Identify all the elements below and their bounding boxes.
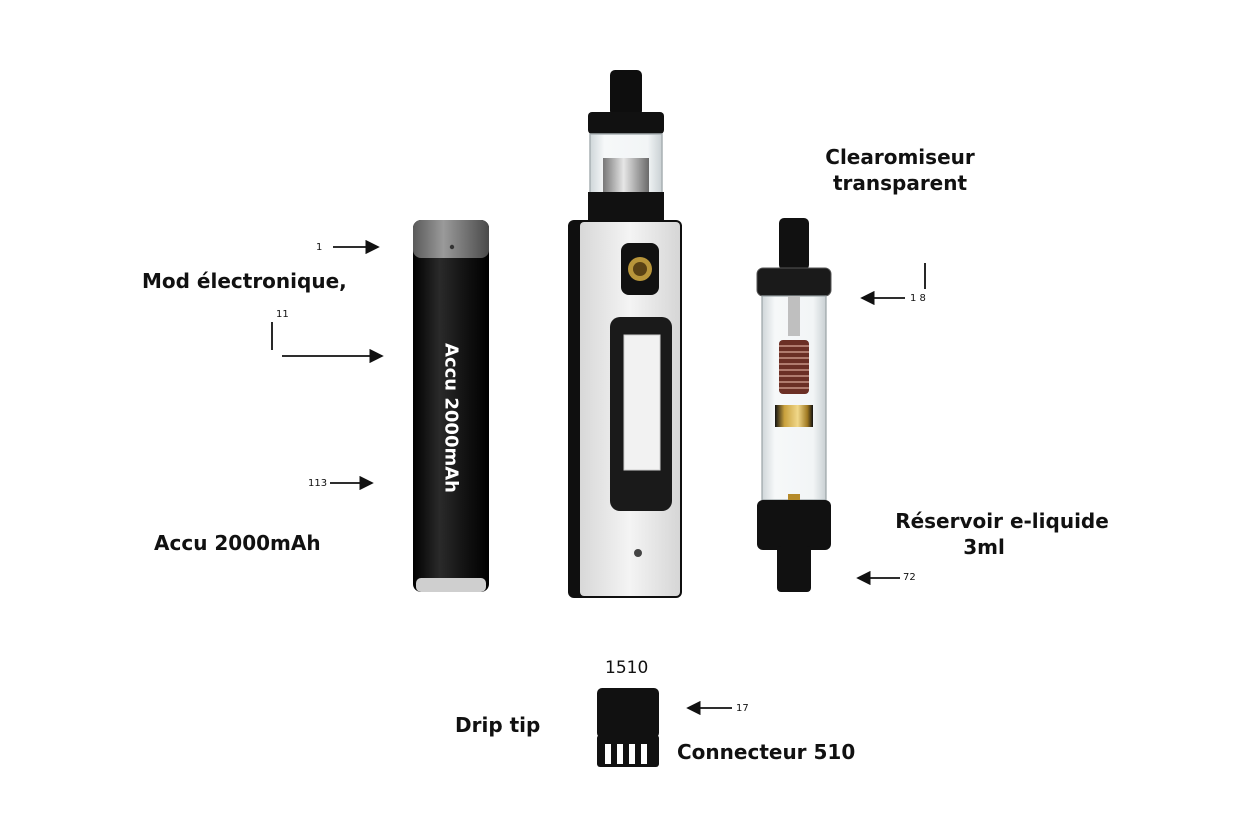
callout-number-11: 11 [276,309,289,320]
callout-arrows [271,239,926,716]
label-clearomiseur-line2: transparent [832,171,968,195]
label-clearomiseur: Clearomiseur transparent [815,144,985,196]
label-clearomiseur-line1: Clearomiseur [825,145,975,169]
callout-number-18: 1 8 [910,293,926,304]
mod-illustration [568,70,682,598]
label-reservoir: Réservoir e-liquide 3ml [884,508,1120,560]
label-accu: Accu 2000mAh [154,531,321,555]
label-connecteur: Connecteur 510 [677,740,856,764]
callout-number-17: 17 [736,703,749,714]
callout-number-72: 72 [903,572,916,583]
callout-number-510: 1510 [605,658,649,678]
drip-tip-illustration [597,688,659,767]
coil-illustration [779,340,809,394]
callout-number-1: 1 [316,242,323,253]
callout-number-113: 113 [308,478,328,489]
label-reservoir-line2: 3ml [963,535,1005,559]
battery-text: Accu 2000mAh [440,343,462,493]
label-mod: Mod électronique, [142,269,347,293]
label-reservoir-line1: Réservoir e-liquide [895,509,1109,533]
battery-illustration [413,220,489,592]
label-drip-tip: Drip tip [455,713,541,737]
clearomizer-illustration [756,218,832,592]
